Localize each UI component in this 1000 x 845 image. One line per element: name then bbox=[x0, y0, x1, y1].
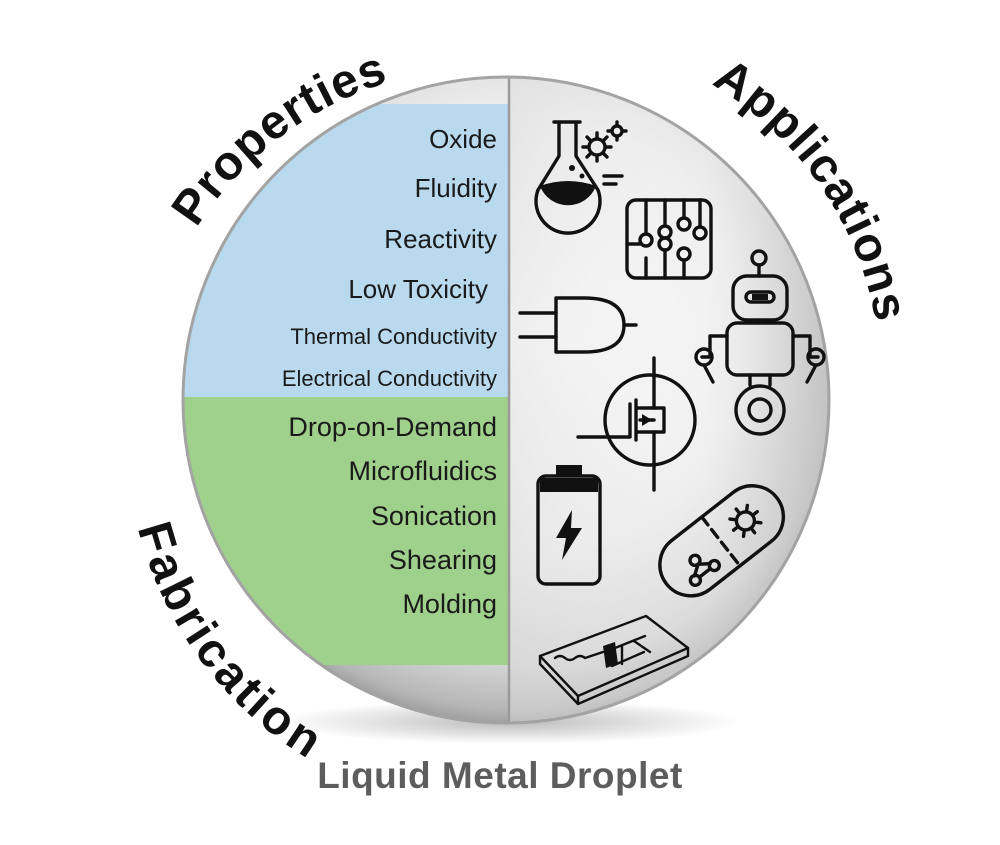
property-thermal-conductivity: Thermal Conductivity bbox=[290, 324, 497, 349]
property-low-toxicity: Low Toxicity bbox=[348, 274, 488, 304]
flexible-circuit-chip-icon bbox=[538, 614, 690, 706]
fabrication-sonication: Sonication bbox=[370, 501, 497, 531]
property-oxide: Oxide bbox=[429, 124, 497, 154]
droplet-rim bbox=[181, 75, 831, 725]
battery-icon bbox=[536, 465, 602, 586]
property-reactivity: Reactivity bbox=[384, 224, 497, 254]
fabrication-microfluidics: Microfluidics bbox=[348, 456, 497, 486]
applications-half bbox=[509, 76, 830, 724]
pill-capsule-icon bbox=[658, 484, 786, 598]
chemistry-flask-icon bbox=[534, 120, 628, 235]
transistor-icon bbox=[576, 356, 697, 492]
plug-icon bbox=[518, 296, 638, 354]
fabrication-drop-on-demand: Drop-on-Demand bbox=[288, 412, 497, 442]
circuit-board-icon bbox=[625, 198, 713, 280]
fabrication-shearing: Shearing bbox=[388, 545, 497, 575]
property-electrical-conductivity: Electrical Conductivity bbox=[281, 366, 497, 391]
property-fluidity: Fluidity bbox=[414, 173, 497, 203]
robot-icon bbox=[694, 249, 826, 436]
fabrication-molding: Molding bbox=[402, 589, 497, 619]
diagram-caption: Liquid Metal Droplet bbox=[317, 755, 683, 796]
